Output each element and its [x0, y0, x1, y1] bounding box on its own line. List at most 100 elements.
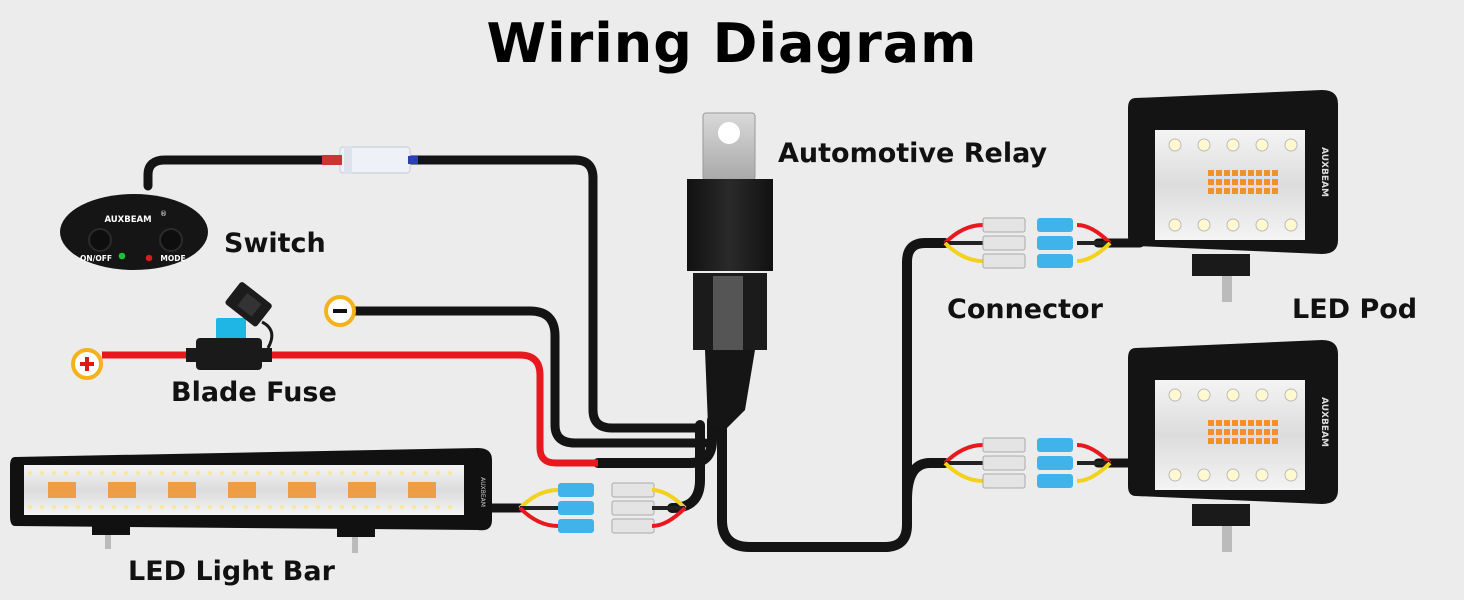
wire: [1076, 223, 1112, 245]
spade-terminal: [611, 500, 655, 516]
switch-assembly: AUXBEAM ® ON/OFF MODE: [60, 146, 418, 270]
amber-led: [1240, 438, 1246, 444]
white-led: [255, 504, 261, 510]
mode-button[interactable]: [159, 228, 183, 252]
white-led: [327, 504, 333, 510]
wire: [943, 223, 984, 245]
amber-led: [1208, 188, 1214, 194]
pod-bolt: [1222, 276, 1232, 302]
white-led: [111, 470, 117, 476]
white-led: [267, 470, 273, 476]
white-led: [1284, 388, 1298, 402]
white-led: [351, 504, 357, 510]
white-led: [135, 470, 141, 476]
wire: [518, 488, 559, 510]
white-led: [147, 504, 153, 510]
white-led: [147, 470, 153, 476]
amber-led: [1216, 179, 1222, 185]
amber-led: [1216, 429, 1222, 435]
amber-led: [1240, 429, 1246, 435]
white-led: [411, 504, 417, 510]
amber-led: [1248, 179, 1254, 185]
amber-led: [1240, 188, 1246, 194]
amber-led: [1256, 420, 1262, 426]
white-led: [1168, 138, 1182, 152]
white-led: [423, 470, 429, 476]
white-led: [339, 504, 345, 510]
spade-terminal: [982, 455, 1026, 471]
ground-cable: [350, 306, 710, 448]
light-bar-bolt-right: [352, 537, 358, 553]
white-led: [375, 470, 381, 476]
white-led: [1197, 388, 1211, 402]
blue-female-connector: [1037, 456, 1073, 470]
fuse-holder-left-collar: [186, 348, 198, 362]
on-led: [118, 252, 126, 260]
blue-female-connector: [558, 501, 594, 515]
amber-led: [1216, 188, 1222, 194]
white-led: [207, 504, 213, 510]
switch-registered-mark: ®: [160, 210, 167, 218]
amber-led: [1256, 429, 1262, 435]
mode-led: [145, 254, 153, 262]
white-led: [399, 504, 405, 510]
white-led: [1284, 138, 1298, 152]
white-led: [231, 504, 237, 510]
amber-led: [1264, 438, 1270, 444]
light-bar-leds: [27, 470, 453, 510]
white-led: [183, 504, 189, 510]
white-led: [1168, 388, 1182, 402]
white-led: [99, 504, 105, 510]
relay-label: Automotive Relay: [778, 138, 1048, 169]
amber-led: [1264, 179, 1270, 185]
amber-led: [1264, 188, 1270, 194]
white-led: [279, 504, 285, 510]
white-led: [51, 504, 57, 510]
connector-sets: [518, 217, 1112, 534]
spade-terminal: [611, 518, 655, 534]
amber-led: [1272, 438, 1278, 444]
white-led: [111, 504, 117, 510]
switch-label: Switch: [224, 228, 326, 259]
amber-led: [1216, 420, 1222, 426]
amber-led: [1224, 420, 1230, 426]
white-led: [1197, 138, 1211, 152]
on-off-button[interactable]: [88, 228, 112, 252]
amber-led-block: [168, 482, 196, 498]
white-led: [447, 504, 453, 510]
mode-label: MODE: [160, 254, 185, 263]
white-led: [75, 470, 81, 476]
fuse-cap-strap: [261, 320, 274, 349]
amber-led-block: [288, 482, 316, 498]
pod-brand: AUXBEAM: [1319, 397, 1329, 447]
white-led: [1226, 138, 1240, 152]
inline-plug-wires-right: [408, 156, 418, 164]
amber-led: [1232, 438, 1238, 444]
amber-led: [1248, 170, 1254, 176]
amber-led-block: [228, 482, 256, 498]
connector-set: [943, 217, 1112, 269]
amber-led: [1224, 170, 1230, 176]
wire: [1076, 443, 1112, 465]
white-led: [219, 504, 225, 510]
spade-terminal: [982, 473, 1026, 489]
amber-led: [1256, 438, 1262, 444]
wire: [1076, 461, 1112, 483]
white-led: [339, 470, 345, 476]
amber-led: [1232, 170, 1238, 176]
amber-led: [1256, 179, 1262, 185]
amber-led: [1224, 429, 1230, 435]
white-led: [159, 504, 165, 510]
connector-set: [943, 437, 1112, 489]
white-led: [1255, 218, 1269, 232]
pod-brand: AUXBEAM: [1319, 147, 1329, 197]
fuse-holder: [196, 338, 262, 370]
light-bar-bracket-right: [337, 526, 375, 537]
amber-led: [1272, 188, 1278, 194]
white-led: [75, 504, 81, 510]
white-led: [1255, 388, 1269, 402]
amber-led: [1208, 179, 1214, 185]
switch-brand: AUXBEAM: [104, 215, 151, 225]
white-led: [1226, 218, 1240, 232]
white-led: [375, 504, 381, 510]
